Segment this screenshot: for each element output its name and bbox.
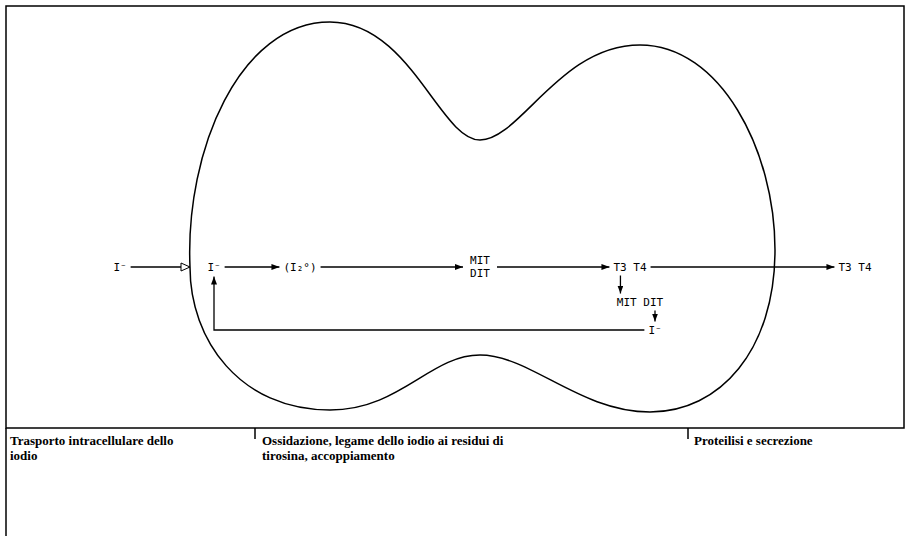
ion-label: I⁻: [113, 261, 126, 274]
flow-arrow: [131, 266, 190, 267]
flow-arrow: [654, 311, 655, 322]
phase-caption: Ossidazione, legame dello iodio ai resid…: [262, 433, 552, 463]
phase-caption: Trasporto intracellulare dello iodio: [10, 433, 190, 463]
hormone-label: T3 T4: [613, 261, 646, 274]
ion-label: I⁻: [207, 261, 220, 274]
molecule-label: (I₂°): [283, 261, 316, 274]
residue-label: MIT DIT: [468, 254, 492, 280]
phase-caption: Proteilisi e secrezione: [694, 433, 899, 448]
frame-side: [5, 428, 7, 536]
thyroid-outline: [190, 22, 775, 412]
residue-label: MIT DIT: [617, 296, 663, 309]
ion-label: I⁻: [648, 324, 661, 337]
flow-arrow: [225, 266, 280, 267]
column-tick: [687, 428, 689, 439]
flow-arrow: [321, 266, 463, 267]
hormone-label: T3 T4: [838, 261, 871, 274]
column-tick: [254, 428, 256, 439]
flow-arrow: [620, 276, 621, 294]
flow-arrow: [214, 277, 644, 331]
flow-arrow: [651, 266, 835, 267]
frame: [6, 6, 904, 428]
flow-arrow: [497, 266, 609, 267]
